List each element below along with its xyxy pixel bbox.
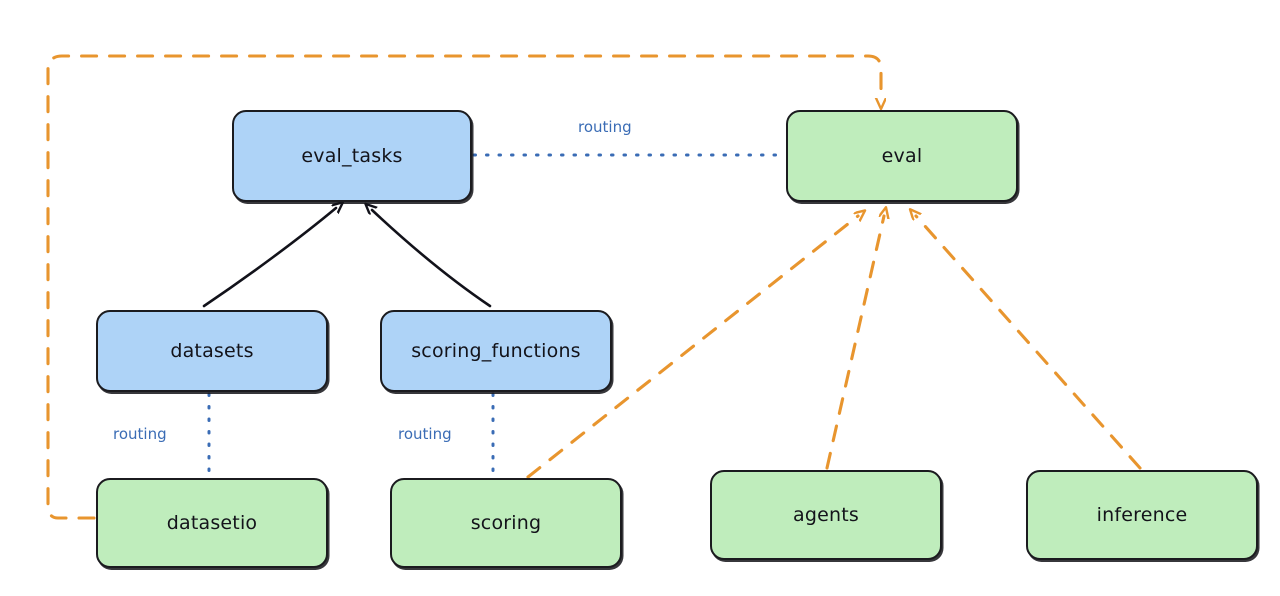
node-datasets[interactable]: datasets — [96, 310, 328, 392]
node-label: inference — [1096, 504, 1188, 526]
node-agents[interactable]: agents — [710, 470, 942, 560]
node-eval-tasks[interactable]: eval_tasks — [232, 110, 472, 202]
node-label: datasetio — [166, 512, 258, 534]
node-label: eval — [881, 145, 923, 167]
edge-scoring_functions-eval_tasks — [372, 210, 492, 308]
node-datasetio[interactable]: datasetio — [96, 478, 328, 568]
edge-inference-eval — [916, 216, 1142, 470]
node-scoring[interactable]: scoring — [390, 478, 622, 568]
node-label: agents — [793, 504, 859, 526]
edge-datasets-eval_tasks — [202, 208, 336, 308]
edge-agents-eval — [825, 216, 884, 470]
edge-label-routing-datasetio: routing — [113, 425, 167, 443]
node-inference[interactable]: inference — [1026, 470, 1258, 560]
node-label: scoring_functions — [411, 340, 581, 362]
edge-label-routing-eval: routing — [578, 118, 632, 136]
node-label: eval_tasks — [301, 145, 403, 167]
edge-label-routing-scoring: routing — [398, 425, 452, 443]
node-label: scoring — [470, 512, 542, 534]
node-label: datasets — [170, 340, 254, 362]
node-eval[interactable]: eval — [786, 110, 1018, 202]
node-scoring-functions[interactable]: scoring_functions — [380, 310, 612, 392]
